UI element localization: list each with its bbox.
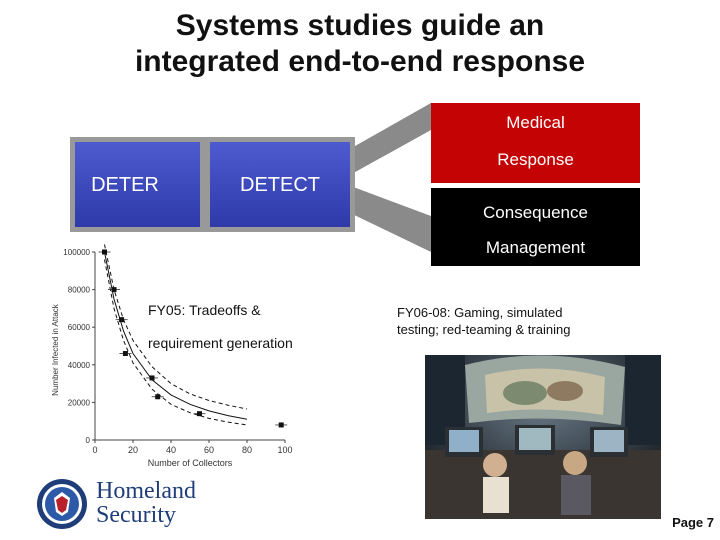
y-axis-title: Number Infected in Attack: [51, 303, 60, 396]
homeland-security-logo: Homeland Security: [36, 478, 226, 530]
y-tick-label: 60000: [68, 323, 91, 332]
connector-lower-band: [348, 185, 431, 252]
x-tick-label: 80: [242, 445, 252, 455]
y-tick-label: 20000: [68, 398, 91, 407]
data-point-7: [278, 422, 284, 428]
x-tick-label: 0: [92, 445, 97, 455]
logo-word-homeland: Homeland: [96, 478, 196, 504]
title-line-2: integrated end-to-end response: [134, 45, 586, 78]
x-tick-label: 20: [128, 445, 138, 455]
x-axis-title: Number of Collectors: [148, 458, 233, 468]
y-tick-label: 100000: [63, 248, 90, 257]
title-line-1: Systems studies guide an: [175, 9, 545, 42]
fy06-caption: FY06-08: Gaming, simulated testing; red-…: [397, 304, 677, 338]
data-point-5: [155, 394, 161, 400]
x-tick-label: 100: [277, 445, 292, 455]
fit-curve-solid-0: [104, 251, 248, 420]
fy05-line-2: requirement generation: [148, 335, 293, 351]
deter-label: DETER: [91, 174, 159, 196]
data-point-1: [111, 287, 117, 293]
data-point-3: [122, 351, 128, 357]
data-point-6: [197, 411, 202, 417]
x-tick-label: 60: [204, 445, 214, 455]
training-room-photo: [425, 355, 661, 519]
medical-label: Medical: [506, 113, 565, 132]
y-tick-label: 40000: [68, 361, 91, 370]
chart-curves: [104, 244, 248, 426]
page-title: Systems studies guide an integrated end-…: [0, 8, 720, 80]
chart-axes: [92, 251, 286, 443]
connector-upper-band: [348, 103, 431, 176]
data-point-4: [149, 375, 155, 381]
consequence-label: Consequence: [483, 203, 588, 222]
dhs-seal-icon: [37, 479, 87, 529]
chart-points: [98, 249, 288, 428]
data-point-0: [102, 249, 107, 255]
y-tick-label: 80000: [68, 286, 91, 295]
deter-block: DETER: [70, 137, 205, 232]
data-point-2: [119, 317, 125, 323]
x-tick-label: 40: [166, 445, 176, 455]
fy05-line-1: FY05: Tradeoffs &: [148, 302, 261, 318]
page-number: Page 7: [672, 515, 714, 530]
management-label: Management: [485, 238, 586, 257]
fy05-caption: FY05: Tradeoffs & requirement generation: [148, 294, 293, 360]
fit-curve-dashed-2: [104, 259, 248, 426]
medical-response-block: Medical Response: [431, 103, 640, 183]
logo-word-security: Security: [96, 502, 176, 528]
detect-label: DETECT: [240, 174, 320, 196]
fy06-line-2: testing; red-teaming & training: [397, 322, 571, 337]
response-label: Response: [497, 150, 574, 169]
detect-block: DETECT: [205, 137, 355, 232]
fy06-line-1: FY06-08: Gaming, simulated: [397, 305, 563, 320]
consequence-management-block: Consequence Management: [431, 188, 640, 266]
y-tick-label: 0: [86, 436, 91, 445]
